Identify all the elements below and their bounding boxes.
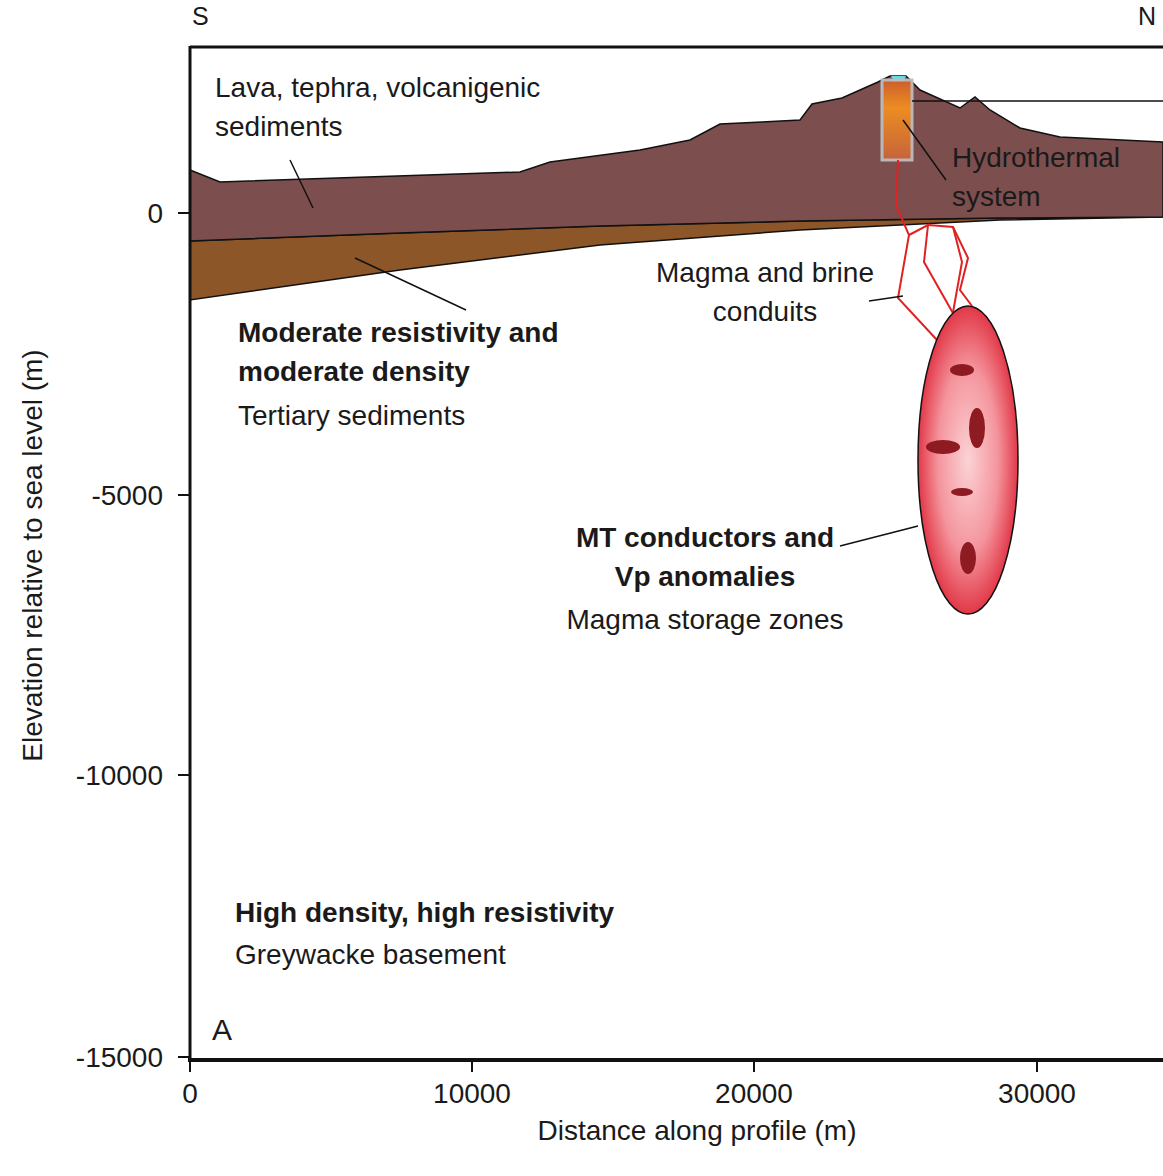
axis-title: Distance along profile (m) xyxy=(537,1111,856,1150)
unit-label: Hydrothermal system xyxy=(952,138,1152,216)
tick-label: -15000 xyxy=(76,1038,163,1077)
axes-frame xyxy=(178,46,1163,1072)
tick-label: -10000 xyxy=(76,756,163,795)
tick-label: 0 xyxy=(182,1074,198,1113)
unit-label: Magma and brine conduits xyxy=(653,253,877,331)
compass-label: S xyxy=(192,2,209,30)
compass-label: N xyxy=(1138,2,1156,30)
property-heading: MT conductors and Vp anomalies xyxy=(564,518,846,596)
unit-label: Lava, tephra, volcanigenic sediments xyxy=(215,68,575,146)
hydrothermal-box xyxy=(882,80,912,160)
property-heading: High density, high resistivity xyxy=(235,893,614,932)
property-heading: Moderate resistivity and moderate densit… xyxy=(238,313,638,391)
axis-title: Elevation relative to sea level (m) xyxy=(13,349,52,761)
unit-label: Greywacke basement xyxy=(235,935,506,974)
tick-label: 20000 xyxy=(715,1074,793,1113)
magma-storage-ellipse xyxy=(918,306,1018,614)
tick-label: 30000 xyxy=(998,1074,1076,1113)
magma-pockets xyxy=(926,364,985,574)
tick-label: -5000 xyxy=(91,476,163,515)
unit-label: Magma storage zones xyxy=(566,600,843,639)
tick-label: 10000 xyxy=(433,1074,511,1113)
tick-label: 0 xyxy=(147,194,163,233)
unit-label: Tertiary sediments xyxy=(238,396,465,435)
panel-letter: A xyxy=(212,1012,232,1048)
